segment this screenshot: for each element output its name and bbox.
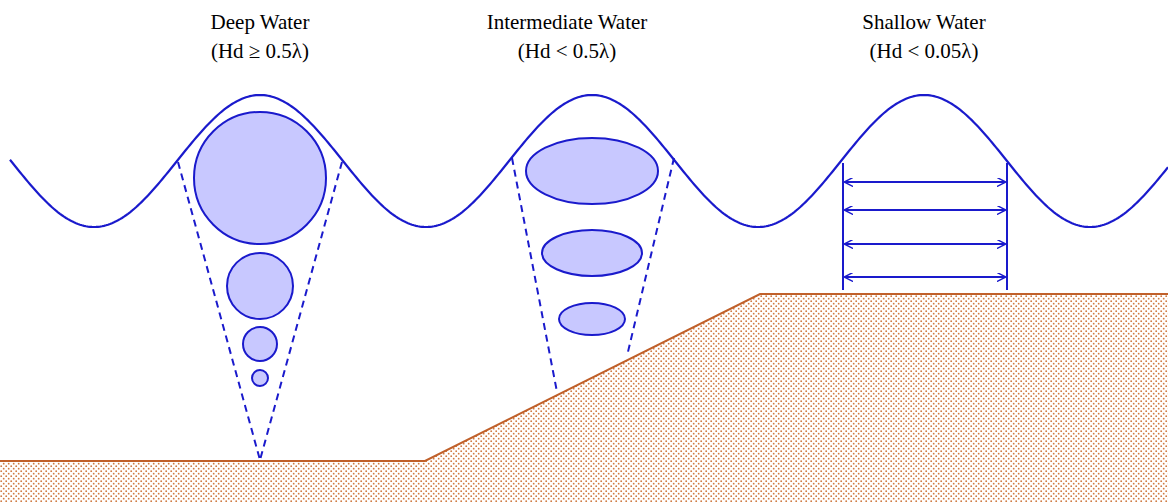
wave-surface (10, 95, 1168, 227)
deep-orbits (178, 112, 342, 460)
depth-condition: (Hd < 0.5λ) (518, 39, 616, 63)
shallow-motion (843, 163, 1007, 290)
depth-condition: (Hd < 0.05λ) (870, 39, 979, 63)
zone-heading: Intermediate Water (487, 10, 648, 34)
intermediate-orbits (512, 138, 674, 392)
sea-bed (0, 294, 1168, 502)
zone-heading: Shallow Water (862, 10, 985, 34)
zone-heading: Deep Water (211, 10, 310, 34)
sea-bed-line (0, 294, 1168, 461)
depth-condition: (Hd ≥ 0.5λ) (211, 39, 309, 63)
